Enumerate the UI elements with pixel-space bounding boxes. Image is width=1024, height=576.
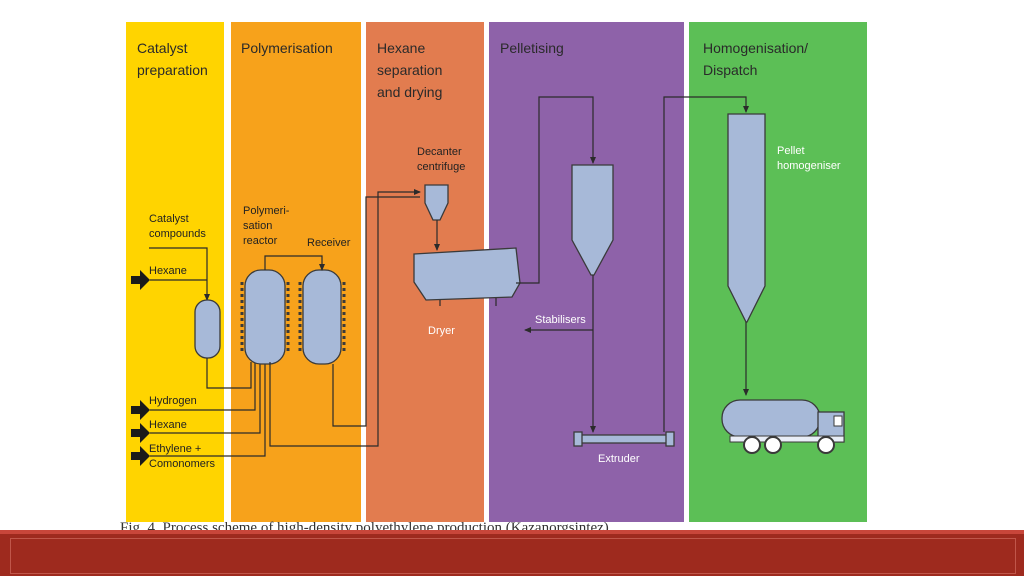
lane-title-polymerisation: Polymerisation <box>241 40 333 56</box>
dryer-legs <box>439 298 497 306</box>
label-stabilisers: Stabilisers <box>535 314 586 326</box>
label-ethylene-comonomers: Ethylene + Comonomers <box>149 443 216 470</box>
lane-title-catalyst: Catalyst preparation <box>137 40 208 78</box>
tanker-truck <box>721 399 845 454</box>
truck-wheel-rear <box>743 436 761 454</box>
feed-arrow-ethylene <box>131 446 150 466</box>
label-catalyst-compounds: Catalyst compounds <box>149 213 206 240</box>
pellet-homogeniser <box>727 113 766 323</box>
truck-window <box>833 415 843 427</box>
label-hexane-top: Hexane <box>149 265 187 277</box>
footer-stripe <box>0 530 1024 534</box>
extruder-end-right <box>665 431 675 447</box>
pelletising-silo <box>571 164 614 276</box>
line-extruder-to-homogeniser <box>663 96 749 432</box>
label-receiver: Receiver <box>307 237 351 249</box>
lane-title-pelletising: Pelletising <box>500 40 564 56</box>
catalyst-vessel <box>194 299 221 359</box>
label-dryer: Dryer <box>428 325 455 337</box>
dryer <box>413 247 521 301</box>
footer-frame <box>10 538 1016 574</box>
label-extruder: Extruder <box>598 453 640 465</box>
label-pellet-homogeniser: Pellet homogeniser <box>777 145 841 172</box>
truck-tank <box>721 399 821 438</box>
line-dryer-to-silo <box>516 96 596 284</box>
footer-bar <box>0 530 1024 576</box>
feed-arrow-hexane-bottom <box>131 423 150 443</box>
polymerisation-reactor <box>244 269 286 365</box>
lane-title-hexane-separation: Hexane separation and drying <box>377 40 446 100</box>
label-decanter-centrifuge: Decanter centrifuge <box>417 146 465 173</box>
receiver-vessel <box>302 269 342 365</box>
feed-arrow-hydrogen <box>131 400 150 420</box>
line-hexane-feed <box>150 362 261 434</box>
extruder-end-left <box>573 431 583 447</box>
lane-polymerisation <box>231 22 361 522</box>
feed-arrow-hexane-top <box>131 270 150 290</box>
line-catalyst-to-reactor <box>206 358 252 389</box>
label-hydrogen: Hydrogen <box>149 395 197 407</box>
line-catalyst-compounds <box>149 247 210 301</box>
lane-title-homogenisation: Homogenisation/ Dispatch <box>703 40 812 78</box>
extruder <box>579 434 669 444</box>
truck-chassis <box>729 435 845 443</box>
line-reactor-recycle <box>269 189 421 447</box>
line-reactor-to-receiver <box>264 255 325 271</box>
label-polymerisation-reactor: Polymeri- sation reactor <box>243 205 293 247</box>
line-hydrogen-feed <box>150 362 256 411</box>
line-receiver-to-decanter <box>332 196 420 427</box>
decanter-centrifuge <box>424 184 449 221</box>
truck-wheel-front <box>817 436 835 454</box>
truck-wheel-middle <box>764 436 782 454</box>
label-hexane-bottom: Hexane <box>149 419 187 431</box>
line-ethylene-feed <box>150 362 266 457</box>
